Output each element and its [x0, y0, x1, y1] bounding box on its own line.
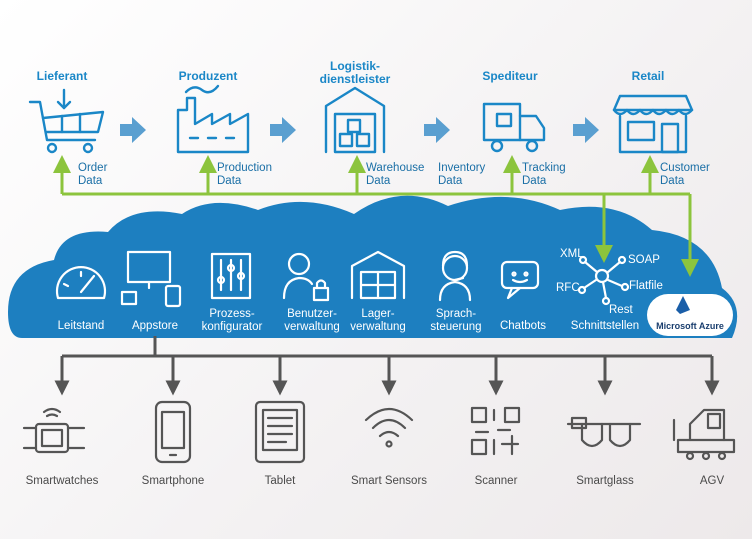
warehouse-icon	[350, 250, 406, 300]
module-label: Benutzer- verwaltung	[284, 308, 340, 333]
module-label: Lager- verwaltung	[350, 308, 406, 333]
azure-logo-icon	[676, 296, 690, 314]
device-label: Scanner	[474, 475, 518, 487]
module-label: Prozess- konfigurator	[201, 308, 263, 333]
device-label: Tablet	[264, 475, 296, 487]
logistics-title: Logistik- dienstleister	[319, 59, 391, 86]
cloud-shape	[8, 195, 738, 338]
azure-badge	[647, 294, 733, 336]
chat-icon	[500, 260, 540, 300]
producer-title: Produzent	[178, 69, 238, 83]
retail-title: Retail	[631, 69, 665, 83]
smartwatch-icon	[22, 407, 86, 454]
order-data-label: Order Data	[78, 162, 108, 187]
device-label: Smartphone	[141, 475, 205, 487]
factory-icon	[176, 84, 250, 154]
interface-label: XML	[560, 248, 584, 260]
interface-label: RFC	[556, 282, 580, 294]
user-lock-icon	[282, 252, 330, 302]
module-label: Schnittstellen	[570, 320, 640, 332]
truck-icon	[482, 102, 546, 153]
forwarder-title: Spediteur	[482, 69, 538, 83]
interface-label: SOAP	[628, 254, 660, 266]
smartphone-icon	[154, 400, 192, 464]
device-label: Smartwatches	[25, 475, 99, 487]
agv-icon	[672, 408, 736, 461]
shopping-cart-icon	[28, 88, 105, 154]
sliders-icon	[210, 252, 252, 300]
module-label: Appstore	[131, 320, 179, 332]
tablet-icon	[254, 400, 306, 464]
gauge-icon	[55, 266, 107, 300]
monitor-apps-icon	[120, 250, 182, 308]
flow-arrow	[120, 117, 146, 143]
data-bus	[53, 155, 699, 277]
supplier-title: Lieferant	[36, 69, 88, 83]
module-label: Sprach- steuerung	[430, 308, 482, 333]
qr-code-icon	[470, 406, 521, 456]
device-label: Smartglass	[576, 475, 634, 487]
azure-label: Microsoft Azure	[656, 321, 724, 331]
headset-icon	[438, 250, 472, 302]
smartglass-icon	[566, 416, 642, 448]
wifi-sensor-icon	[364, 407, 414, 448]
warehouse-icon	[324, 86, 386, 154]
production-data-label: Production Data	[217, 162, 272, 187]
tracking-data-label: Tracking Data	[522, 162, 566, 187]
warehouse-data-label: Warehouse Data	[366, 162, 425, 187]
network-icon	[577, 255, 630, 306]
interface-label: Flatfile	[629, 280, 663, 292]
store-icon	[612, 94, 694, 154]
customer-data-label: Customer Data	[660, 162, 710, 187]
device-label: Smart Sensors	[350, 475, 428, 487]
module-label: Chatbots	[499, 320, 547, 332]
flow-arrow	[424, 117, 450, 143]
module-label: Leitstand	[57, 320, 105, 332]
flow-arrow	[573, 117, 599, 143]
flow-arrow	[270, 117, 296, 143]
device-bus	[54, 336, 720, 396]
inventory-data-label: Inventory Data	[438, 162, 486, 187]
device-label: AGV	[699, 475, 725, 487]
interface-label: Rest	[609, 304, 633, 316]
